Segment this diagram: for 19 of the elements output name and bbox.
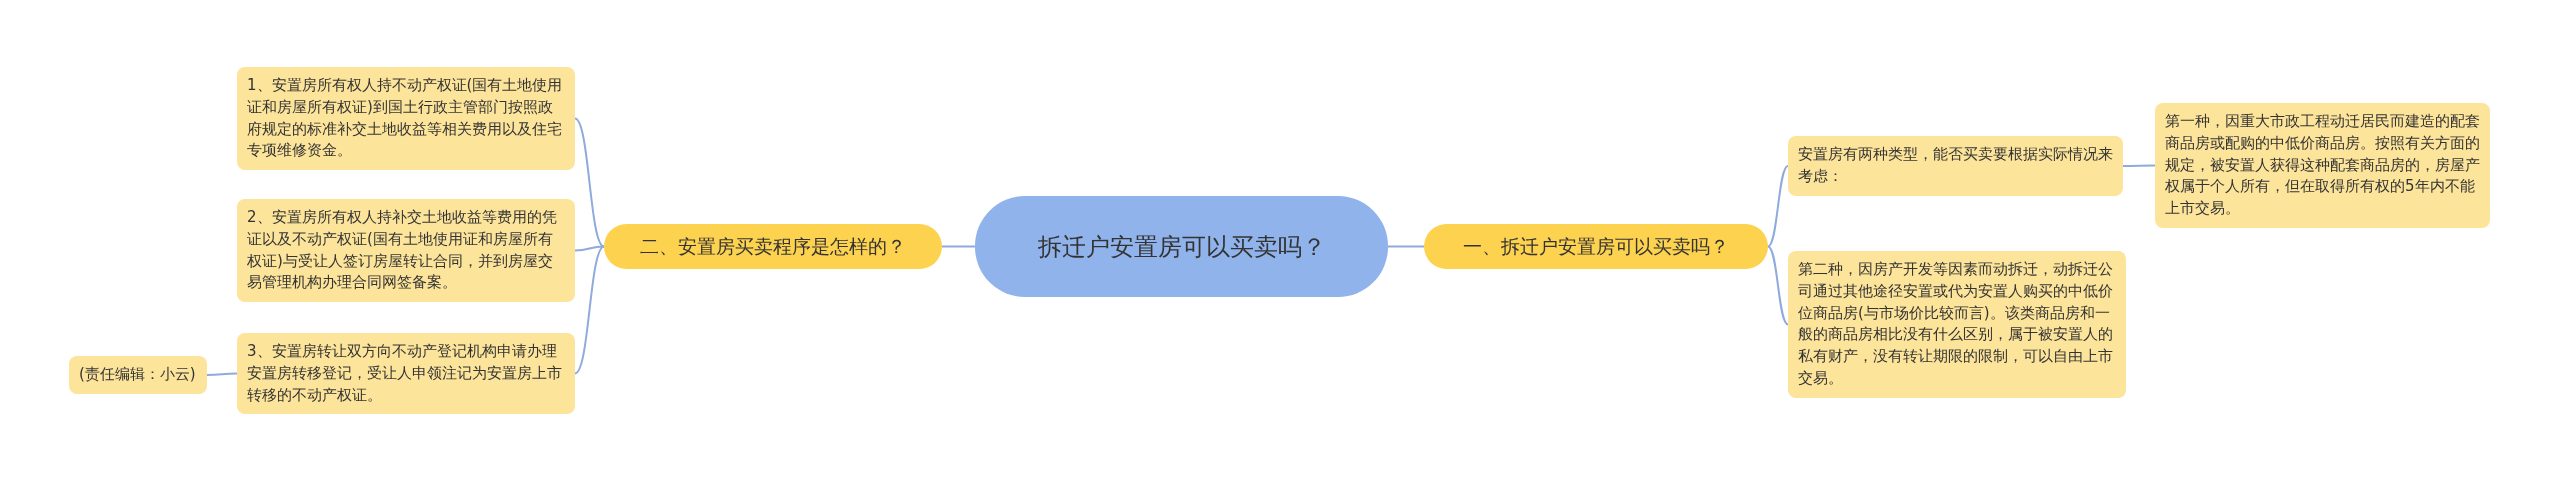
connector-line (1767, 165, 1789, 248)
subtopic-box: 2、安置房所有权人持补交土地收益等费用的凭证以及不动产权证(国有土地使用证和房屋所有权证)与受让人签订房屋转让合同，并到房屋交易管理机构办理合同网签备案。 (237, 199, 575, 302)
subtopic-box: 3、安置房转让双方向不动产登记机构申请办理安置房转移登记，受让人申领注记为安置房上市转移的不动产权证。 (237, 333, 575, 415)
connector-line (574, 245, 605, 375)
connector-line (1767, 245, 1789, 326)
connector-line (941, 245, 976, 248)
subtopic-box: (责任编辑：小云) (69, 356, 207, 394)
connector-line (1387, 245, 1425, 248)
connector-line (206, 372, 238, 376)
subtopic-box: 第二种，因房产开发等因素而动拆迁，动拆迁公司通过其他途径安置或代为安置人购买的中低价位商品房(与市场价比较而言)。该类商品房和一般的商品房相比没有什么区别，属于被安置人的私有财产，没有转让期限的限制，可以自由上市交易。 (1788, 251, 2126, 398)
central-topic: 拆迁户安置房可以买卖吗？ (975, 196, 1388, 297)
subtopic-box: 安置房有两种类型，能否买卖要根据实际情况来考虑： (1788, 136, 2123, 196)
connector-line (574, 245, 605, 252)
connector-line (2122, 164, 2156, 167)
subtopic-box: 第一种，因重大市政工程动迁居民而建造的配套商品房或配购的中低价商品房。按照有关方面的规定，被安置人获得这种配套商品房的，房屋产权属于个人所有，但在取得所有权的5年内不能上市交易。 (2155, 103, 2490, 228)
branch-topic: 一、拆迁户安置房可以买卖吗？ (1424, 224, 1768, 269)
branch-topic: 二、安置房买卖程序是怎样的？ (604, 224, 942, 269)
subtopic-box: 1、安置房所有权人持不动产权证(国有土地使用证和房屋所有权证)到国土行政主管部门按照政府规定的标准补交土地收益等相关费用以及住宅专项维修资金。 (237, 67, 575, 170)
connector-line (574, 117, 605, 248)
